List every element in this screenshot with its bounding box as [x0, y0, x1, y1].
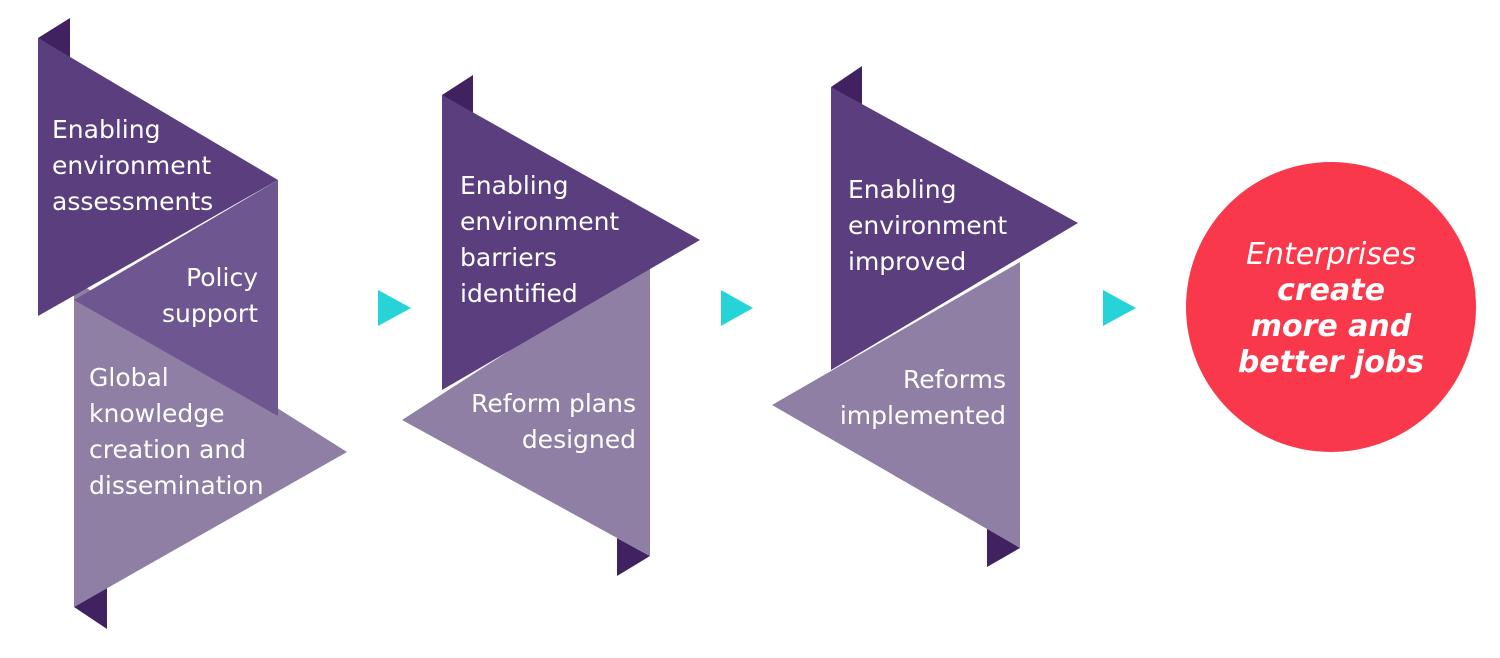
- stage1-bottom-label: Global knowledge creation and disseminat…: [89, 363, 264, 500]
- stage2-bottom-label: Reform plans designed: [471, 389, 636, 454]
- stage1-middle-label: Policy support: [162, 263, 258, 328]
- stage3-bottom-label: Reforms implemented: [839, 365, 1006, 430]
- stage1-shapes: [38, 18, 347, 629]
- stage3-shapes: [772, 66, 1078, 567]
- stage3-bottom-fold: [987, 528, 1020, 567]
- stage1-dark-triangle: [38, 38, 278, 316]
- outcome-line1: Enterprises: [1246, 237, 1416, 272]
- arrow-right-icon: [378, 290, 411, 326]
- arrow-right-icon: [721, 290, 753, 326]
- stage1-light-triangle: [74, 280, 347, 607]
- stage3-light-triangle: [772, 262, 1020, 548]
- stage1-bottom-fold: [74, 588, 107, 629]
- stage1-top-label: Enabling environment assessments: [52, 115, 214, 216]
- stage1-top-fold: [38, 18, 70, 58]
- stage3-top-fold: [831, 66, 862, 107]
- stage2-bottom-fold: [617, 538, 650, 576]
- stage2-top-label: Enabling environment barriers identified: [460, 171, 620, 308]
- stage2-dark-triangle: [442, 95, 700, 390]
- stage1-medium-band: [74, 180, 278, 416]
- stage2-top-fold: [442, 75, 473, 115]
- outcome-line2: create more and better jobs: [1237, 273, 1425, 380]
- stage2-light-triangle: [402, 260, 650, 556]
- stage3-dark-triangle: [831, 87, 1078, 370]
- arrow-right-icon: [1103, 290, 1136, 326]
- outcome-label: Enterprises create more and better jobs: [1186, 237, 1476, 381]
- stage3-top-label: Enabling environment improved: [848, 175, 1008, 276]
- stage2-shapes: [402, 75, 700, 576]
- outcome-circle: [1186, 162, 1476, 452]
